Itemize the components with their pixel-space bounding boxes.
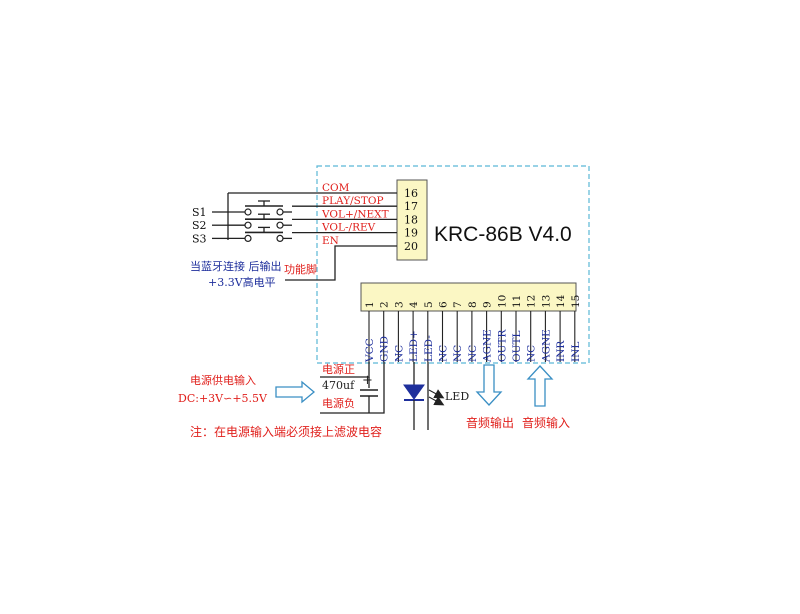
bt-note-line1: 当蓝牙连接 后输出 (190, 259, 282, 273)
power-minus-label: 电源负 (322, 396, 355, 410)
bottom-pin-label: GND (379, 336, 391, 362)
bottom-pin-number: 11 (511, 295, 523, 308)
module-outline (316, 165, 590, 364)
bottom-pin-number: 6 (438, 301, 450, 308)
left-pin-group: 16 COM 17 PLAY/STOP 18 VOL+/NEXT 19 VOL-/REV 20 E… (292, 182, 418, 253)
switch-label: S2 (192, 219, 207, 232)
power-plus-label: 电源正 (322, 362, 355, 376)
power-input-arrow (275, 380, 316, 404)
bottom-pin-number: 12 (526, 295, 538, 308)
bottom-pin-label: NC (452, 345, 464, 362)
led-ray-1 (428, 389, 445, 399)
audio-in-arrow (526, 365, 554, 407)
bottom-pin-label: VCC (364, 338, 376, 363)
bottom-pin-label: NC (438, 345, 450, 362)
bottom-pin-label: AGNE (540, 329, 552, 363)
bottom-pin-number: 1 (364, 301, 376, 308)
function-pin-label: 功能脚 (284, 262, 317, 276)
switch-terminal (244, 234, 252, 242)
audio-out-label: 音频输出 (466, 415, 514, 430)
bottom-pin-number: 13 (540, 295, 552, 308)
switch-terminal (276, 234, 284, 242)
bottom-pin-label: OUTR (496, 329, 508, 362)
bottom-pin-label: INR (555, 340, 567, 362)
module-title: KRC-86B V4.0 (434, 223, 572, 246)
left-pin-number: 18 (404, 213, 418, 226)
switch-terminal (244, 221, 252, 229)
bottom-pin-number: 7 (452, 301, 464, 308)
left-pin-label: VOL+/NEXT (321, 208, 389, 220)
left-pin-number: 17 (404, 200, 418, 213)
power-input-line2: DC:+3V∽+5.5V (178, 392, 268, 405)
bottom-pin-label: LED+ (408, 330, 420, 362)
switch-terminal (276, 221, 284, 229)
bottom-pin-number: 2 (379, 301, 391, 308)
bottom-pin-number: 3 (393, 301, 405, 308)
bottom-pin-label: AGNE (482, 329, 494, 363)
bottom-pin-label: NC (393, 345, 405, 362)
cap-plus-sign: + (362, 373, 373, 388)
bottom-pin-label: NC (526, 345, 538, 362)
switch-label: S3 (192, 232, 207, 245)
left-pin-number: 20 (404, 240, 418, 253)
bottom-pin-label: INL (570, 342, 582, 362)
led-diode-symbol (403, 384, 425, 400)
left-pin-number: 19 (404, 227, 418, 240)
switch-terminal (244, 208, 252, 216)
led-ray-2 (428, 396, 445, 406)
led-label: LED (445, 390, 469, 403)
bottom-pin-number: 10 (496, 295, 508, 308)
bottom-pin-label: LED- (423, 335, 435, 362)
left-pin-label: VOL-/REV (321, 222, 376, 234)
bt-note-line2: +3.3V高电平 (208, 275, 276, 289)
left-pin-label: PLAY/STOP (322, 195, 384, 207)
audio-in-label: 音频输入 (522, 415, 570, 430)
audio-out-arrow (475, 364, 503, 406)
filter-capacitor-note: 注：在电源输入端必须接上滤波电容 (190, 424, 382, 439)
bottom-pin-number: 4 (408, 301, 420, 308)
bottom-pin-label: NC (467, 345, 479, 362)
en-wire (285, 245, 397, 281)
left-pin-label: COM (322, 182, 350, 194)
bottom-pin-header (360, 282, 577, 312)
bottom-pin-number: 5 (423, 301, 435, 308)
bottom-pin-number: 8 (467, 301, 479, 308)
gnd-wire (320, 362, 385, 414)
bottom-pin-number: 14 (555, 294, 567, 308)
bottom-pin-label: OUTL (511, 331, 523, 362)
bottom-pin-number: 15 (570, 295, 582, 308)
power-input-line1: 电源供电输入 (190, 373, 256, 387)
switch-terminal (276, 208, 284, 216)
switch-label: S1 (192, 206, 207, 219)
left-pin-header (396, 179, 428, 261)
left-pin-label: EN (322, 235, 339, 247)
bottom-pin-number: 9 (482, 301, 494, 308)
left-pin-number: 16 (404, 187, 418, 200)
capacitor-value: 470uf (322, 379, 355, 392)
